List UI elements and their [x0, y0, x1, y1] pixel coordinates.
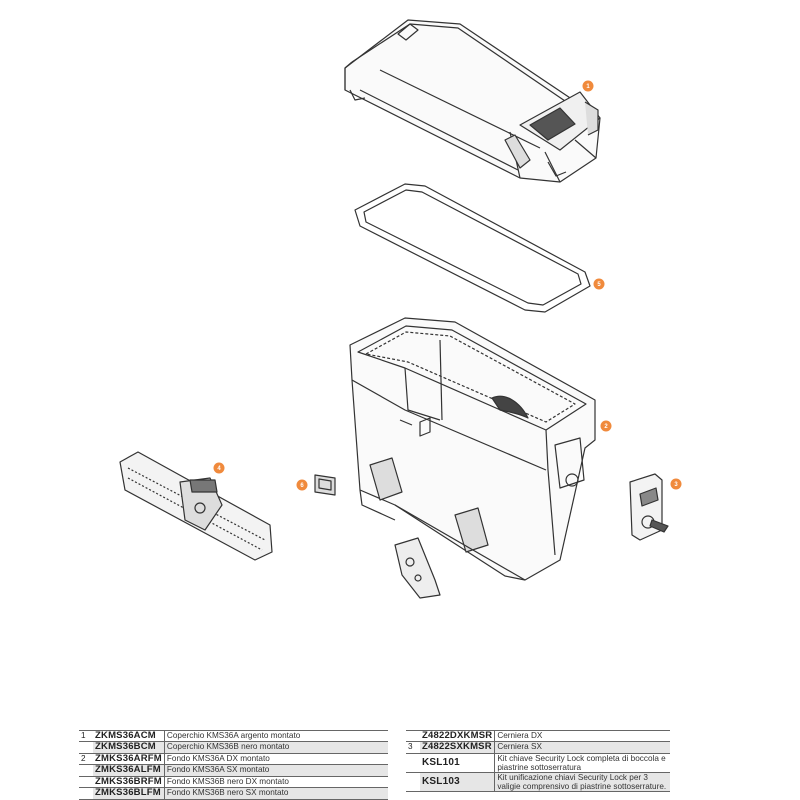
part-number [406, 752, 420, 773]
part-number [406, 729, 420, 742]
part-code: ZMKS36ALFM [93, 764, 165, 777]
table-row: KSL103 Kit unificazione chiavi Security … [406, 771, 670, 792]
hinge-loose-part [394, 537, 441, 599]
gasket-part [354, 183, 591, 313]
callout-5: 5 [593, 278, 605, 290]
part-code: Z4822SXKMSR [420, 741, 496, 754]
table-row: 3 Z4822SXKMSR Cerniera SX [406, 741, 670, 754]
part-description: Coperchio KMS36B nero montato [164, 741, 388, 754]
svg-text:2: 2 [604, 424, 608, 430]
svg-text:1: 1 [586, 84, 590, 90]
part-description: Fondo KMS36B nero SX montato [164, 787, 388, 800]
part-code: KSL101 [420, 752, 496, 773]
part-number [79, 775, 93, 788]
part-code: ZMKS36BLFM [93, 787, 165, 800]
table-row: ZMKS36BRFM Fondo KMS36B nero DX montato [79, 775, 388, 788]
part-number [79, 787, 93, 800]
part-description: Cerniera SX [494, 741, 670, 754]
part-code: ZKMS36ACM [93, 729, 165, 742]
table-row: 2 ZMKS36ARFM Fondo KMS36A DX montato [79, 752, 388, 765]
svg-text:5: 5 [597, 282, 601, 288]
part-description: Kit unificazione chiavi Security Lock pe… [494, 771, 670, 792]
table-row: ZKMS36BCM Coperchio KMS36B nero montato [79, 741, 388, 754]
callout-1: 1 [582, 80, 594, 92]
callout-3: 3 [670, 478, 682, 490]
hinge-lock-part [629, 473, 669, 541]
part-number: 1 [79, 729, 93, 742]
svg-text:6: 6 [300, 483, 304, 489]
parts-table-left: 1 ZKMS36ACM Coperchio KMS36A argento mon… [79, 729, 388, 800]
table-row: ZMKS36BLFM Fondo KMS36B nero SX montato [79, 787, 388, 800]
parts-table-right: Z4822DXKMSR Cerniera DX 3 Z4822SXKMSR Ce… [406, 729, 670, 792]
part-code: KSL103 [420, 771, 496, 792]
part-description: Fondo KMS36A SX montato [164, 764, 388, 777]
part-description: Kit chiave Security Lock completa di boc… [494, 752, 670, 773]
lock-plate-part [314, 474, 336, 496]
case-body-part [349, 317, 596, 581]
svg-text:3: 3 [674, 482, 678, 488]
part-number: 3 [406, 741, 420, 754]
part-number [79, 741, 93, 754]
part-code: ZKMS36BCM [93, 741, 165, 754]
table-row: Z4822DXKMSR Cerniera DX [406, 729, 670, 742]
part-number: 2 [79, 752, 93, 765]
callout-4: 4 [213, 462, 225, 474]
part-number [406, 771, 420, 792]
part-code: Z4822DXKMSR [420, 729, 496, 742]
part-description: Coperchio KMS36A argento montato [164, 729, 388, 742]
svg-text:4: 4 [217, 466, 221, 472]
table-row: ZMKS36ALFM Fondo KMS36A SX montato [79, 764, 388, 777]
part-description: Cerniera DX [494, 729, 670, 742]
part-description: Fondo KMS36A DX montato [164, 752, 388, 765]
part-description: Fondo KMS36B nero DX montato [164, 775, 388, 788]
part-code: ZMKS36ARFM [93, 752, 165, 765]
side-plate-part [119, 451, 273, 561]
part-number [79, 764, 93, 777]
callout-2: 2 [600, 420, 612, 432]
callout-6: 6 [296, 479, 308, 491]
part-code: ZMKS36BRFM [93, 775, 165, 788]
lid-part [344, 19, 601, 183]
table-row: KSL101 Kit chiave Security Lock completa… [406, 752, 670, 773]
table-row: 1 ZKMS36ACM Coperchio KMS36A argento mon… [79, 729, 388, 742]
exploded-view-diagram: 1 5 2 4 6 3 [119, 19, 682, 599]
